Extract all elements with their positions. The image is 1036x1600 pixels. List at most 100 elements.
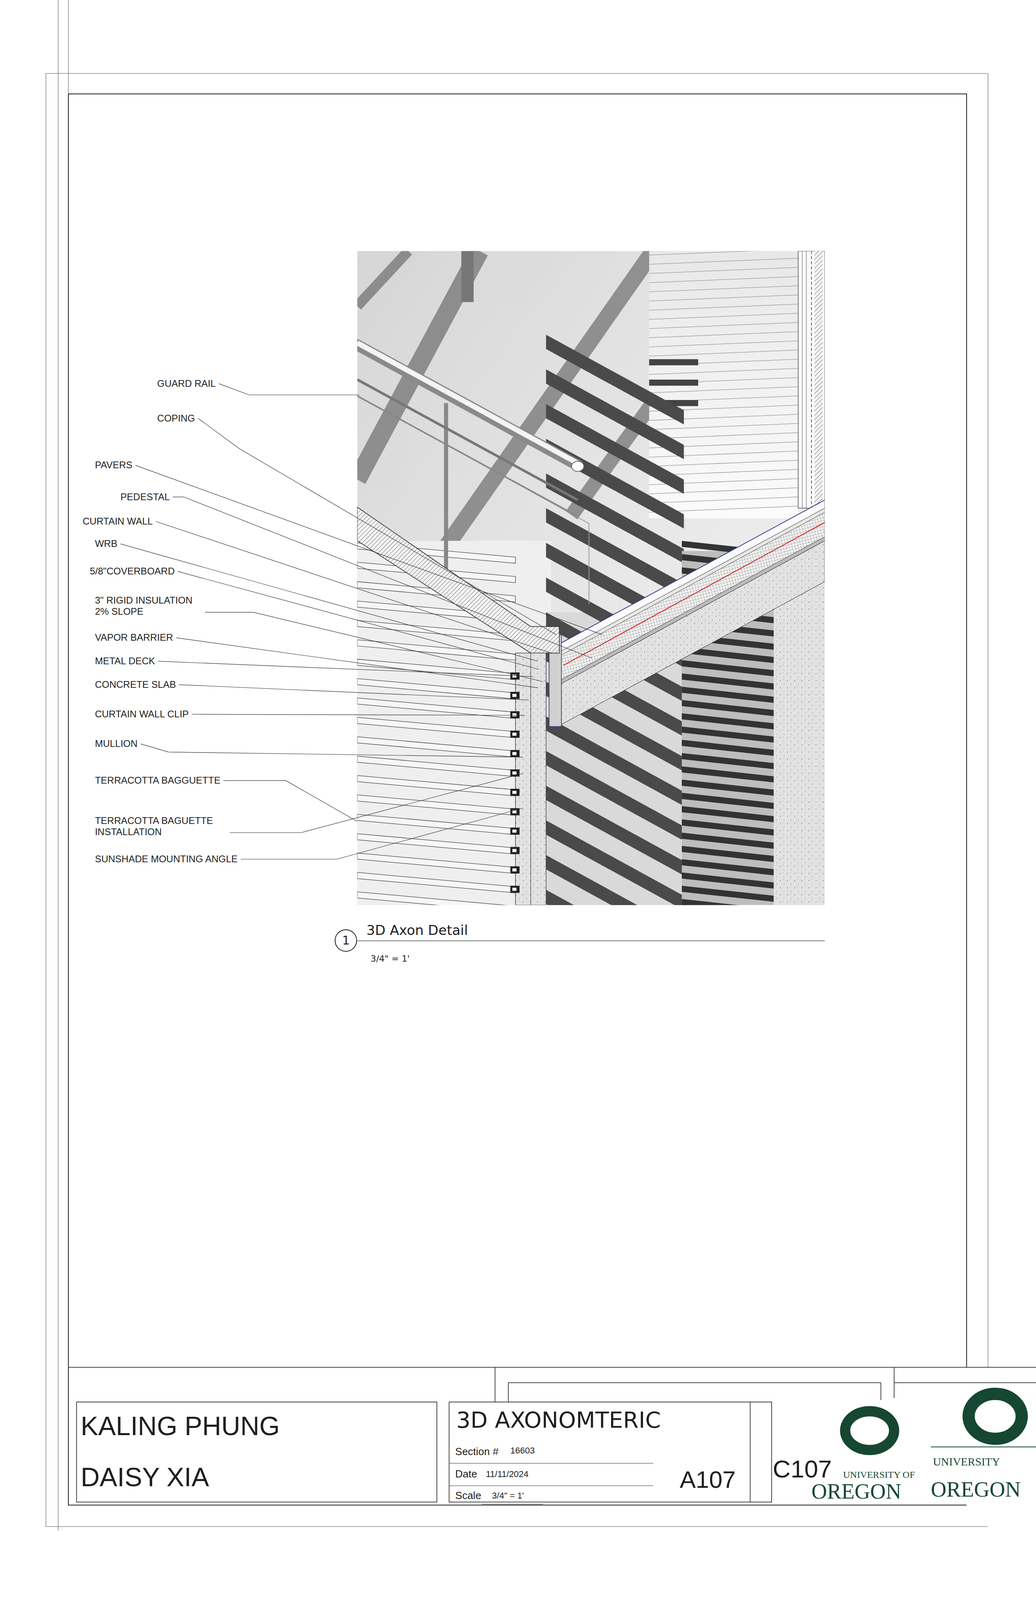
rail-end [571, 461, 584, 472]
terracotta-baguette [357, 892, 516, 906]
glass-reflection [357, 251, 409, 307]
title-block-line [508, 1383, 882, 1384]
sheet-value: 16603 [510, 1446, 535, 1457]
callout-label: MULLION [95, 738, 138, 750]
clip-slot [512, 752, 517, 756]
clip-symbol [510, 750, 520, 758]
clip-body [510, 847, 520, 855]
logo-text: UNIVERSITY [932, 1456, 1001, 1469]
louver-line [648, 497, 798, 504]
view-title: 3D Axon Detail [366, 922, 468, 939]
mullion-line [530, 653, 531, 906]
clip-symbol [510, 730, 520, 739]
louver-bar [681, 753, 776, 770]
rail-post [444, 403, 449, 588]
louver-line [648, 304, 798, 311]
clip-body [510, 692, 520, 700]
sheet-field: Section # [455, 1446, 499, 1459]
terracotta-baguette [357, 737, 516, 758]
title-block-line [448, 1486, 653, 1487]
louver-bar [681, 686, 776, 704]
names-box [76, 1402, 437, 1503]
author-name: KALING PHUNG [80, 1411, 280, 1443]
louver-line [648, 313, 798, 320]
leader-line [176, 638, 538, 689]
wall-insulation [814, 251, 823, 509]
leader-line [218, 383, 360, 395]
louver-line [648, 460, 798, 467]
louver-line [648, 423, 798, 430]
louver-line [648, 267, 798, 274]
clip-body [510, 750, 520, 758]
clip-slot [512, 694, 517, 698]
membrane-line [561, 500, 825, 644]
clip-slot [512, 868, 517, 872]
louver-bar [648, 379, 699, 386]
callout-label: CURTAIN WALL [82, 516, 153, 528]
title-block-line [508, 1383, 509, 1404]
clip-slot [512, 771, 517, 775]
scale-underline [481, 1504, 543, 1505]
clip-body [510, 711, 520, 719]
clip-symbol [510, 886, 520, 894]
louver-line [648, 359, 798, 366]
logo-rule [930, 1447, 1036, 1449]
terracotta-baguette [357, 853, 516, 874]
title-block-line [448, 1463, 653, 1465]
clip-symbol [510, 692, 520, 700]
clip-slot [512, 849, 517, 853]
louver-line [648, 258, 798, 265]
callout-circle: 1 [334, 929, 358, 953]
sheet-info-box [448, 1402, 772, 1503]
louver-bar [681, 819, 776, 837]
callout-label: TERRACOTTA BAGUETTE INSTALLATION [95, 815, 227, 838]
terracotta-baguette [357, 795, 516, 816]
view-title-rule [357, 940, 825, 942]
louver-bar [681, 660, 776, 677]
callout-label: TERRACOTTA BAGGUETTE [95, 775, 221, 787]
curtain-wall-clips [510, 672, 520, 906]
rail-bar [357, 396, 578, 517]
louver-line [648, 251, 798, 256]
louver-line [648, 368, 798, 375]
louver-bar [681, 899, 776, 906]
metal-deck-layer [561, 537, 825, 685]
louver-bar [648, 359, 699, 366]
logo-text: OREGON [930, 1477, 1021, 1503]
louver-bar [681, 833, 776, 850]
callout-label: SUNSHADE MOUNTING ANGLE [95, 853, 238, 866]
wall-section [798, 251, 825, 509]
louver-bar [681, 793, 776, 810]
louver-line [648, 432, 798, 439]
leader-lines [120, 383, 603, 860]
louver-bar [681, 872, 776, 890]
title-block-line [750, 1402, 751, 1503]
louver-bar [681, 740, 776, 757]
wall-layer [801, 251, 803, 509]
vapor-barrier-line [563, 522, 825, 666]
concrete-slab [561, 541, 825, 725]
leader-line [135, 465, 603, 636]
frame-line [67, 0, 69, 94]
callout-label: PEDESTAL [120, 491, 171, 503]
sheet-field: Date [455, 1468, 478, 1481]
logo-text: OREGON [811, 1479, 902, 1505]
glass-edge [588, 523, 590, 605]
callout-label: PAVERS [95, 460, 133, 472]
glass-reflection [357, 251, 480, 481]
louver-line [648, 387, 798, 393]
louver-line [648, 322, 798, 329]
sheet-field: Scale [455, 1490, 482, 1503]
author-name: DAISY XIA [80, 1462, 210, 1494]
rail-bar [357, 379, 578, 501]
clip-body [510, 789, 520, 797]
sheet-frame [45, 0, 989, 1532]
louver-line [648, 341, 798, 348]
leader-line [177, 571, 539, 670]
terracotta-baguette [357, 756, 516, 777]
university-logo [968, 1394, 1022, 1440]
clip-body [510, 730, 520, 739]
clip-symbol [510, 827, 520, 836]
